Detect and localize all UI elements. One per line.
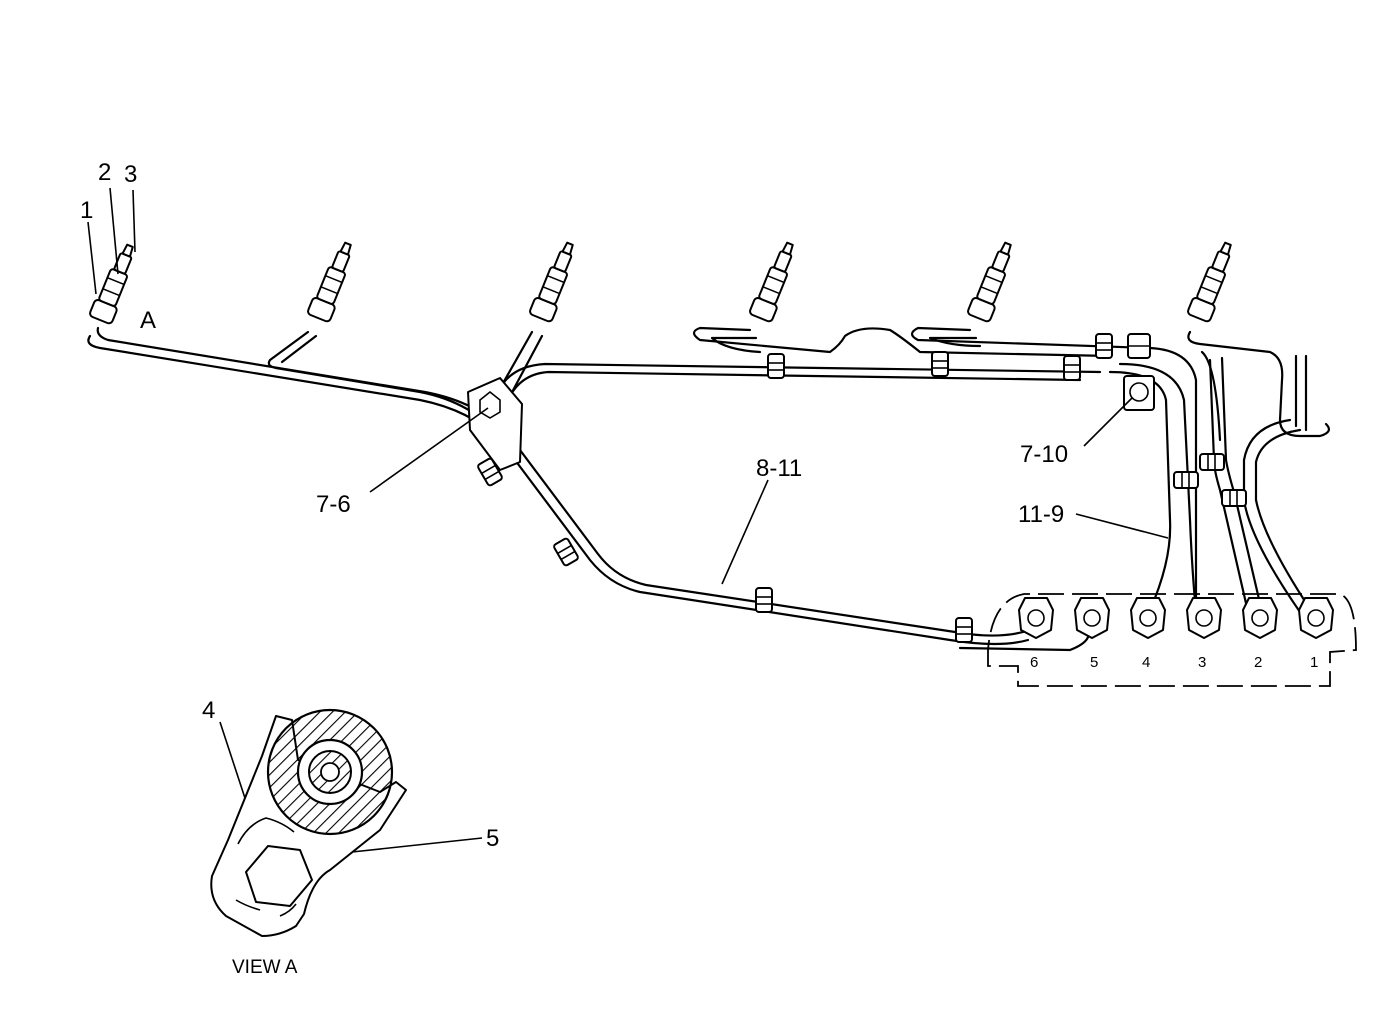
pump-port-label: 3	[1198, 654, 1206, 671]
bracket-7-10	[1123, 333, 1155, 411]
nozzle-1	[87, 240, 143, 326]
pump-port-label: 4	[1142, 654, 1150, 671]
callout-4: 4	[202, 697, 215, 724]
pump-port-label: 5	[1090, 654, 1098, 671]
callout-7-6: 7-6	[316, 491, 351, 518]
callout-labels: 1 2 3 A 7-6 8-11 7-10 11-9 4 5	[80, 159, 1068, 852]
callout-1: 1	[80, 197, 93, 224]
callout-11-9: 11-9	[1018, 501, 1064, 528]
callout-7-10: 7-10	[1020, 441, 1068, 468]
callout-view-a-marker: A	[140, 307, 156, 334]
callout-5: 5	[486, 825, 499, 852]
nozzle-4	[747, 238, 803, 324]
nozzle-2	[305, 238, 361, 324]
nozzle-5	[965, 238, 1021, 324]
view-a-caption: VIEW A	[232, 957, 298, 978]
pump-port-label: 2	[1254, 654, 1262, 671]
callout-3: 3	[124, 161, 137, 188]
bracket-7-6	[467, 377, 523, 471]
nozzle-3	[527, 238, 583, 324]
pump-port-label: 6	[1030, 654, 1038, 671]
view-a-detail	[210, 708, 407, 937]
leader-lines	[87, 187, 1169, 853]
nozzle-6	[1185, 238, 1241, 324]
callout-2: 2	[98, 159, 111, 186]
callout-8-11: 8-11	[756, 455, 802, 482]
injection-pump	[987, 593, 1357, 687]
pump-port-labels: 6 5 4 3 2 1	[1030, 654, 1318, 671]
pump-port-label: 1	[1310, 654, 1318, 671]
